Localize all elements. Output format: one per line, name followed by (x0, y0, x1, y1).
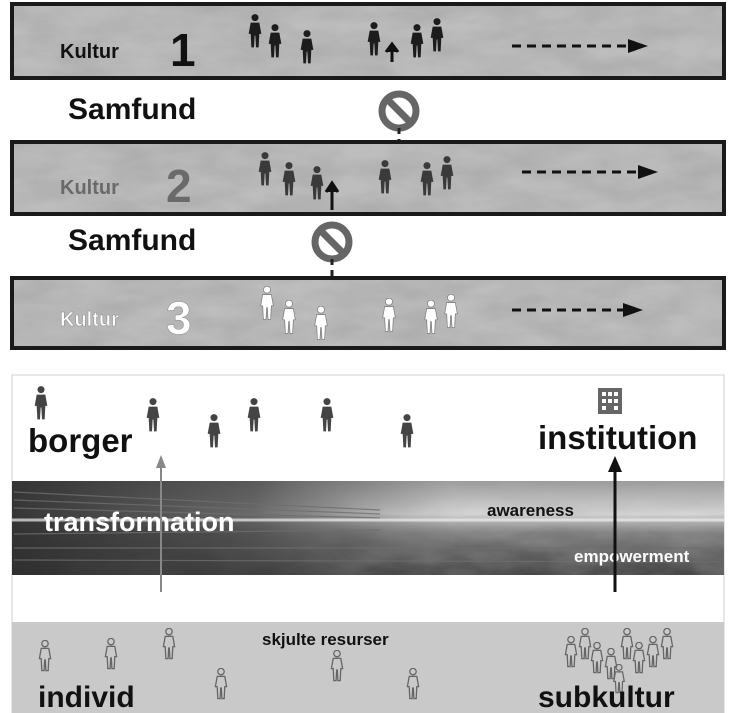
subkultur-label: subkultur (538, 681, 675, 713)
culture-label: Kultur (60, 177, 119, 199)
building-icon (598, 388, 622, 414)
lower-panel: borger institution transformation awaren… (11, 374, 725, 713)
culture-band-2: Kultur 2 (10, 140, 726, 216)
culture-number: 2 (166, 160, 192, 212)
empowerment-label: empowerment (574, 547, 690, 566)
no-entry-icon (378, 90, 420, 132)
arrow-icon (608, 456, 622, 592)
culture-label: Kultur (60, 41, 119, 63)
dashed-arrow-icon (522, 165, 658, 179)
awareness-label: awareness (487, 501, 574, 520)
arrow-icon (324, 180, 340, 210)
hidden-resources-band (12, 622, 724, 713)
society-label: Samfund (68, 93, 196, 126)
dashed-arrow-icon (512, 303, 643, 317)
culture-label: Kultur (60, 309, 119, 331)
institution-label: institution (538, 419, 697, 456)
borger-label: borger (28, 422, 133, 459)
culture-band-3: Kultur 3 (10, 276, 726, 350)
society-label: Samfund (68, 224, 196, 257)
culture-number: 3 (166, 292, 192, 344)
individ-label: individ (38, 681, 135, 713)
arrow-icon (384, 41, 400, 62)
arrow-icon (156, 455, 166, 592)
dashed-arrow-icon (512, 39, 648, 53)
transformation-band: transformation awareness empowerment (12, 481, 724, 575)
culture-band-1: Kultur 1 (10, 2, 726, 80)
culture-number: 1 (170, 24, 196, 76)
skjulte-resurser-label: skjulte resurser (262, 630, 389, 649)
no-entry-icon (311, 221, 353, 263)
transformation-label: transformation (44, 507, 235, 537)
